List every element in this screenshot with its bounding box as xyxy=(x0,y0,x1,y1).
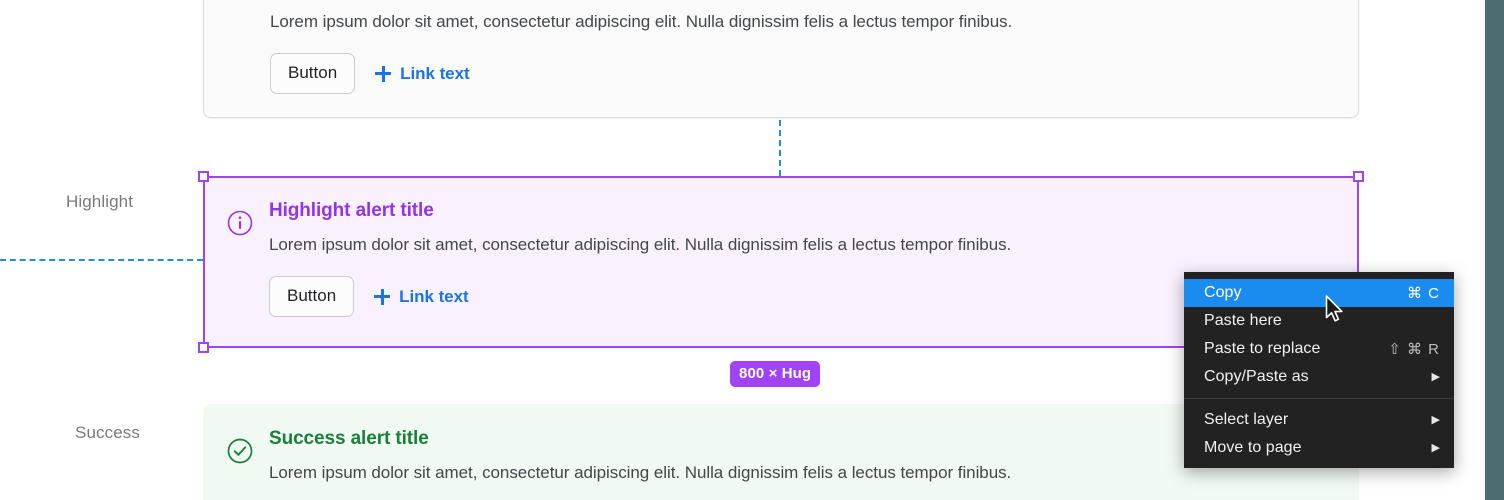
alert-action-button[interactable]: Button xyxy=(269,276,355,317)
context-menu-item-label: Move to page xyxy=(1204,439,1302,456)
submenu-arrow-icon: ▶ xyxy=(1431,413,1440,426)
alert-link-label: Link text xyxy=(400,63,470,83)
alert-action-button[interactable]: Button xyxy=(270,53,356,94)
plus-icon xyxy=(375,65,392,82)
context-menu-item-shortcut: ⌘ C xyxy=(1407,285,1440,302)
submenu-arrow-icon: ▶ xyxy=(1431,441,1440,454)
plus-icon xyxy=(374,288,391,305)
alert-title: Highlight alert title xyxy=(269,200,434,221)
canvas-edge-strip xyxy=(1485,0,1504,500)
context-menu-item-select-layer[interactable]: Select layer ▶ xyxy=(1184,406,1454,434)
smart-guide-horizontal xyxy=(0,259,203,261)
check-circle-icon xyxy=(227,438,253,464)
alert-link[interactable]: Link text xyxy=(374,286,469,307)
alert-title: Success alert title xyxy=(269,428,429,449)
context-menu-item-paste-to-replace[interactable]: Paste to replace ⇧ ⌘ R xyxy=(1184,335,1454,363)
context-menu-item-move-to-page[interactable]: Move to page ▶ xyxy=(1184,434,1454,462)
alert-card-highlight[interactable]: Highlight alert title Lorem ipsum dolor … xyxy=(203,176,1359,348)
context-menu-item-label: Copy/Paste as xyxy=(1204,368,1309,385)
alert-card-success[interactable]: Success alert title Lorem ipsum dolor si… xyxy=(203,404,1359,500)
size-badge: 800 × Hug xyxy=(730,361,821,387)
info-circle-icon xyxy=(227,210,253,236)
context-menu-item-label: Paste to replace xyxy=(1204,340,1321,357)
row-label-highlight: Highlight xyxy=(66,192,134,211)
alert-card-neutral[interactable]: Lorem ipsum dolor sit amet, consectetur … xyxy=(203,0,1359,118)
context-menu-item-label: Select layer xyxy=(1204,411,1289,428)
context-menu-item-copy-paste-as[interactable]: Copy/Paste as ▶ xyxy=(1184,363,1454,391)
alert-link[interactable]: Link text xyxy=(375,63,470,84)
context-menu-item-copy[interactable]: Copy ⌘ C xyxy=(1184,279,1454,307)
alert-description: Lorem ipsum dolor sit amet, consectetur … xyxy=(270,12,1013,31)
alert-description: Lorem ipsum dolor sit amet, consectetur … xyxy=(269,463,1012,482)
alert-description: Lorem ipsum dolor sit amet, consectetur … xyxy=(269,235,1012,254)
context-menu-item-label: Copy xyxy=(1204,284,1242,301)
context-menu-item-label: Paste here xyxy=(1204,312,1282,329)
submenu-arrow-icon: ▶ xyxy=(1431,370,1440,383)
info-circle-icon xyxy=(228,21,254,47)
alert-link-label: Link text xyxy=(399,286,469,306)
row-label-success: Success xyxy=(75,423,140,442)
context-menu[interactable]: Copy ⌘ C Paste here Paste to replace ⇧ ⌘… xyxy=(1184,272,1454,468)
context-menu-item-shortcut: ⇧ ⌘ R xyxy=(1388,341,1440,358)
context-menu-separator xyxy=(1184,398,1454,399)
context-menu-item-paste-here[interactable]: Paste here xyxy=(1184,307,1454,335)
